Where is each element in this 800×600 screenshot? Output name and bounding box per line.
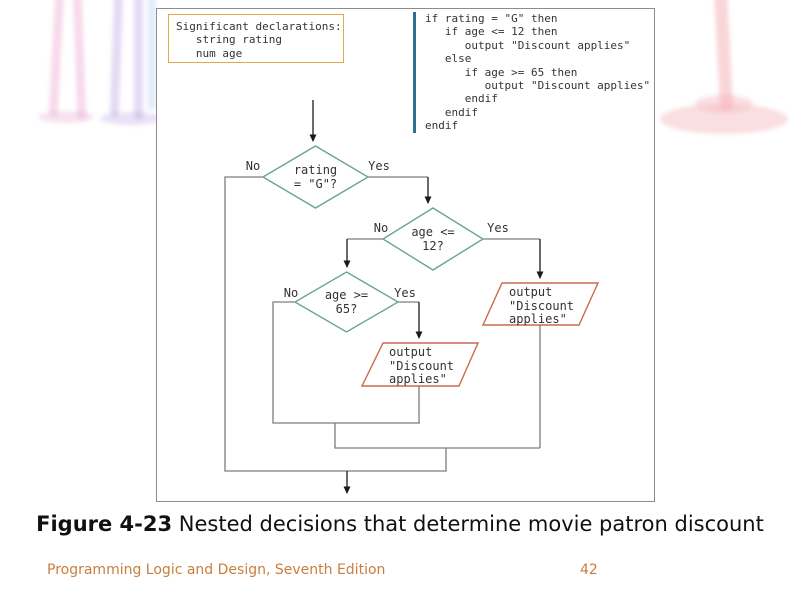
edge-label-age12-no: No: [373, 221, 389, 235]
output-label-right: output "Discount applies": [509, 285, 575, 326]
edge-label-rating-no: No: [245, 159, 261, 173]
connector-join1-to-join2: [334, 423, 540, 449]
footer-book-title: Programming Logic and Design, Seventh Ed…: [47, 562, 386, 578]
edge-label-age12-yes: Yes: [487, 221, 509, 235]
figure-frame: [156, 8, 655, 502]
output-label-left: output "Discount applies": [389, 345, 455, 386]
decision-label-rating: rating = "G"?: [293, 163, 338, 191]
declarations-box: Significant declarations: string rating …: [168, 14, 344, 63]
edge-label-rating-yes: Yes: [368, 159, 390, 173]
connector-age65-no-join: [272, 301, 420, 424]
decision-diamond-age-65: [293, 271, 400, 333]
decision-label-age-12: age <= 12?: [411, 225, 455, 253]
declarations-text: Significant declarations: string rating …: [176, 20, 342, 60]
footer-page-number: 42: [580, 562, 598, 578]
figure-caption-text: Nested decisions that determine movie pa…: [172, 512, 764, 536]
pseudocode-block: if rating = "G" then if age <= 12 then o…: [413, 12, 650, 133]
figure-caption-label: Figure 4-23: [36, 512, 173, 536]
output-parallelogram-right: [481, 282, 600, 326]
figure-caption: Figure 4-23 Nested decisions that determ…: [0, 512, 800, 536]
decision-diamond-age-12: [381, 207, 485, 271]
edge-label-age65-yes: Yes: [394, 286, 416, 300]
output-parallelogram-left: [360, 342, 480, 387]
connector-rating-no-join: [224, 176, 447, 472]
edge-label-age65-no: No: [283, 286, 299, 300]
decision-diamond-rating: [261, 145, 370, 209]
decision-label-age-65: age >= 65?: [324, 288, 369, 316]
pseudocode-text: if rating = "G" then if age <= 12 then o…: [425, 12, 651, 133]
